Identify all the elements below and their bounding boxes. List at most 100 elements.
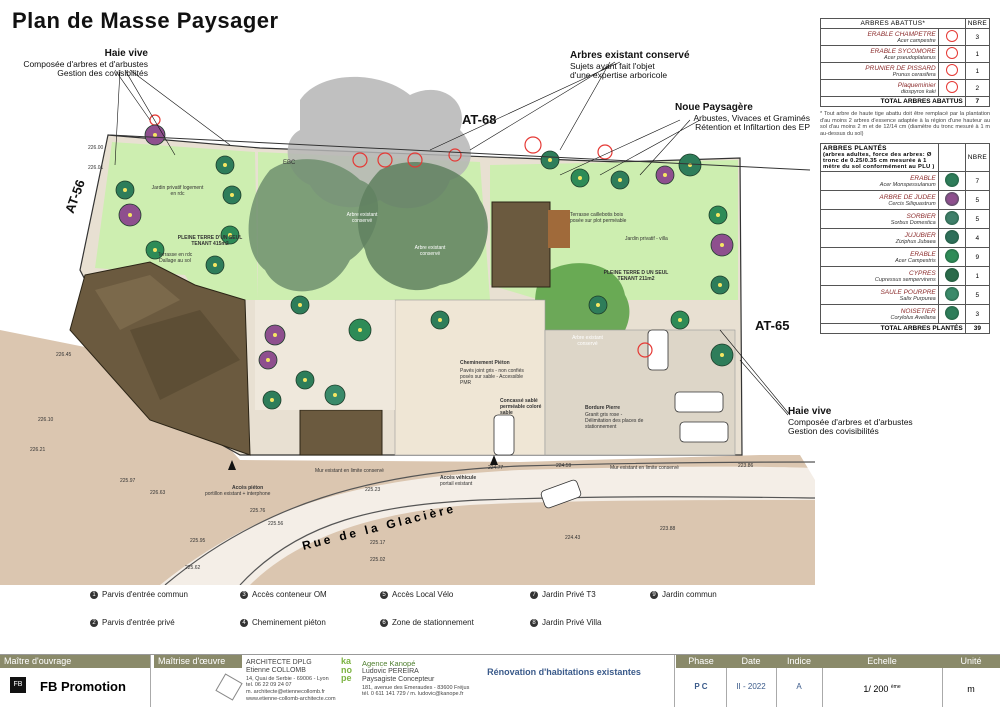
elevation-label: 225.02 — [370, 557, 386, 563]
tree-trunk-marker — [333, 393, 337, 397]
tree-symbol-icon — [944, 249, 959, 264]
label-arbre-1: Arbre existant conservé — [346, 212, 378, 224]
wood-terrace — [548, 210, 570, 248]
label-arbre-2: Arbre existant conservé — [414, 245, 446, 257]
label-jardin-t3: Jardin privatif logement en rdc — [151, 185, 204, 197]
tree-trunk-marker — [438, 318, 442, 322]
site-plan — [0, 61, 815, 585]
elevation-label: 225.17 — [370, 540, 386, 546]
legend-number-icon: 2 — [90, 618, 98, 627]
elevation-label: 224.77 — [488, 465, 504, 471]
legend-number-icon: 8 — [530, 618, 538, 627]
removed-tree-markers — [149, 114, 653, 358]
tree-symbol-icon — [944, 268, 959, 283]
tree-symbol-icon — [944, 173, 959, 188]
paved-court — [394, 299, 546, 456]
tree-trunk-marker — [718, 283, 722, 287]
elevation-label: 226.21 — [30, 447, 46, 453]
label-bordure-sub: Granit gris rose - Délimitation des plac… — [585, 412, 644, 430]
tree-trunk-marker — [358, 328, 362, 332]
label-concasse: Concassé sablé perméable coloré sable — [500, 398, 542, 416]
indice-cell: Indice A — [776, 655, 823, 707]
architect-logo-icon — [215, 673, 243, 701]
ground-area — [0, 330, 815, 585]
label-bordure: Bordure Pierre — [585, 405, 621, 411]
callout-haie-left: Haie vive Composée d'arbres et d'arbuste… — [23, 48, 148, 79]
plantes-count: 5 — [964, 190, 991, 211]
label-pleine-terre-1: PLEINE TERRE D'UN SEUL TENANT 415m2 — [177, 235, 243, 247]
abattus-total: 7 — [964, 96, 991, 107]
plantes-total: 39 — [964, 323, 991, 335]
elevation-label: 225.76 — [250, 508, 266, 514]
moe-cell: Maîtrise d'œuvre ARCHITECTE DPLG Etienne… — [154, 655, 675, 707]
car-icons — [493, 329, 729, 509]
legend-number-icon: 5 — [380, 590, 388, 599]
plantes-count: 7 — [964, 171, 991, 192]
project-title: Rénovation d'habitations existantes — [487, 667, 641, 677]
elevation-label: 226.01 — [88, 165, 104, 171]
moa-name: FB Promotion — [40, 679, 126, 694]
existing-tree-center — [357, 161, 488, 291]
tree-trunk-marker — [303, 378, 307, 382]
tree-trunk-marker — [596, 303, 600, 307]
page-title: Plan de Masse Paysager — [12, 8, 279, 33]
plantes-count: 1 — [964, 266, 991, 287]
label-acces-pieton: Accès piéton — [232, 485, 264, 491]
elevation-label: 225.95 — [190, 538, 206, 544]
legend-number-icon: 6 — [380, 618, 388, 627]
abattus-count: 2 — [964, 79, 991, 97]
road-curb — [239, 496, 815, 585]
elevation-label: 225.23 — [365, 487, 381, 493]
label-cheminement-sub: Pavés joint gris - non confiés posés sur… — [460, 368, 524, 386]
elevation-label: 226.00 — [88, 145, 104, 151]
plantes-count: 3 — [964, 304, 991, 325]
title-block: Maître d'ouvrage FB FB Promotion Maîtris… — [0, 654, 1000, 707]
elevation-label: 226.45 — [56, 352, 72, 358]
planted-trees — [115, 124, 734, 410]
tree-symbol-icon — [944, 211, 959, 226]
tree-symbol-icon — [944, 306, 959, 321]
tree-trunk-marker — [548, 158, 552, 162]
label-pleine-terre-2: PLEINE TERRE D UN SEUL TENANT 211m2 — [603, 270, 669, 282]
legend-number-icon: 1 — [90, 590, 98, 599]
plantes-count: 5 — [964, 209, 991, 230]
elevation-label: 225.62 — [185, 565, 201, 571]
abattus-header: ARBRES ABATTUS* — [820, 18, 966, 29]
tree-trunk-marker — [618, 178, 622, 182]
label-arbre-3: Arbre existant conservé — [572, 335, 603, 347]
tree-symbol-icon — [944, 230, 959, 245]
tree-symbol-icon — [945, 81, 958, 93]
elevation-label: 223.88 — [660, 526, 676, 532]
callout-noue: Noue Paysagère Arbustes, Vivaces et Gram… — [675, 102, 810, 133]
legend-number-icon: 4 — [240, 618, 248, 627]
label-acces-vehicule-sub: portail existant — [440, 481, 473, 487]
abattus-count-header: NBRE — [964, 18, 991, 29]
tree-trunk-marker — [230, 193, 234, 197]
tree-symbol-icon — [945, 64, 958, 76]
elevation-label: 224.59 — [556, 463, 572, 469]
callout-arbres-conserve: Arbres existant conservé Sujets ayant fa… — [570, 50, 690, 81]
date-cell: Date II - 2022 — [726, 655, 777, 707]
tree-trunk-marker — [273, 333, 277, 337]
label-mur-right: Mur existant en limite conservé — [610, 465, 679, 471]
